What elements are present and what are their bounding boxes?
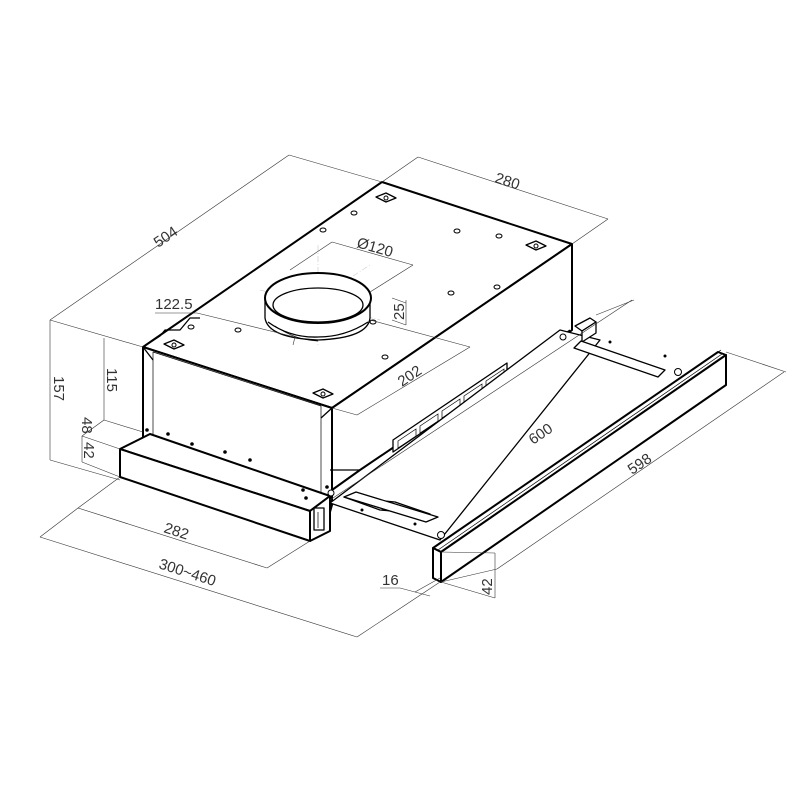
dim-duct-offset: 122.5 <box>155 296 193 313</box>
drawer-rail <box>329 317 682 541</box>
bracket-top <box>375 192 397 203</box>
dim-depth-drawer: 282 <box>162 520 191 544</box>
dim-depth-extend: 300~460 <box>157 556 218 590</box>
front-panel <box>432 349 727 583</box>
dim-duct-height: 25 <box>391 303 408 320</box>
bracket-right <box>525 240 547 251</box>
bracket-front <box>312 388 334 399</box>
top-holes <box>187 210 503 360</box>
dim-height-front: 42 <box>80 442 97 459</box>
dim-height-body: 115 <box>103 368 120 392</box>
mounting-brackets <box>163 192 547 399</box>
dim-width-body: 280 <box>493 170 522 194</box>
bracket-left <box>163 339 185 350</box>
dim-width-front-panel: 598 <box>625 450 655 478</box>
dim-height-total: 157 <box>50 376 67 401</box>
dim-height-step: 48 <box>78 417 95 434</box>
dimension-lines <box>39 154 787 638</box>
dim-panel-height: 42 <box>479 578 496 595</box>
slide-drawer-left <box>119 433 335 542</box>
duct-collar <box>259 245 381 345</box>
dim-panel-thickness: 16 <box>382 572 399 589</box>
